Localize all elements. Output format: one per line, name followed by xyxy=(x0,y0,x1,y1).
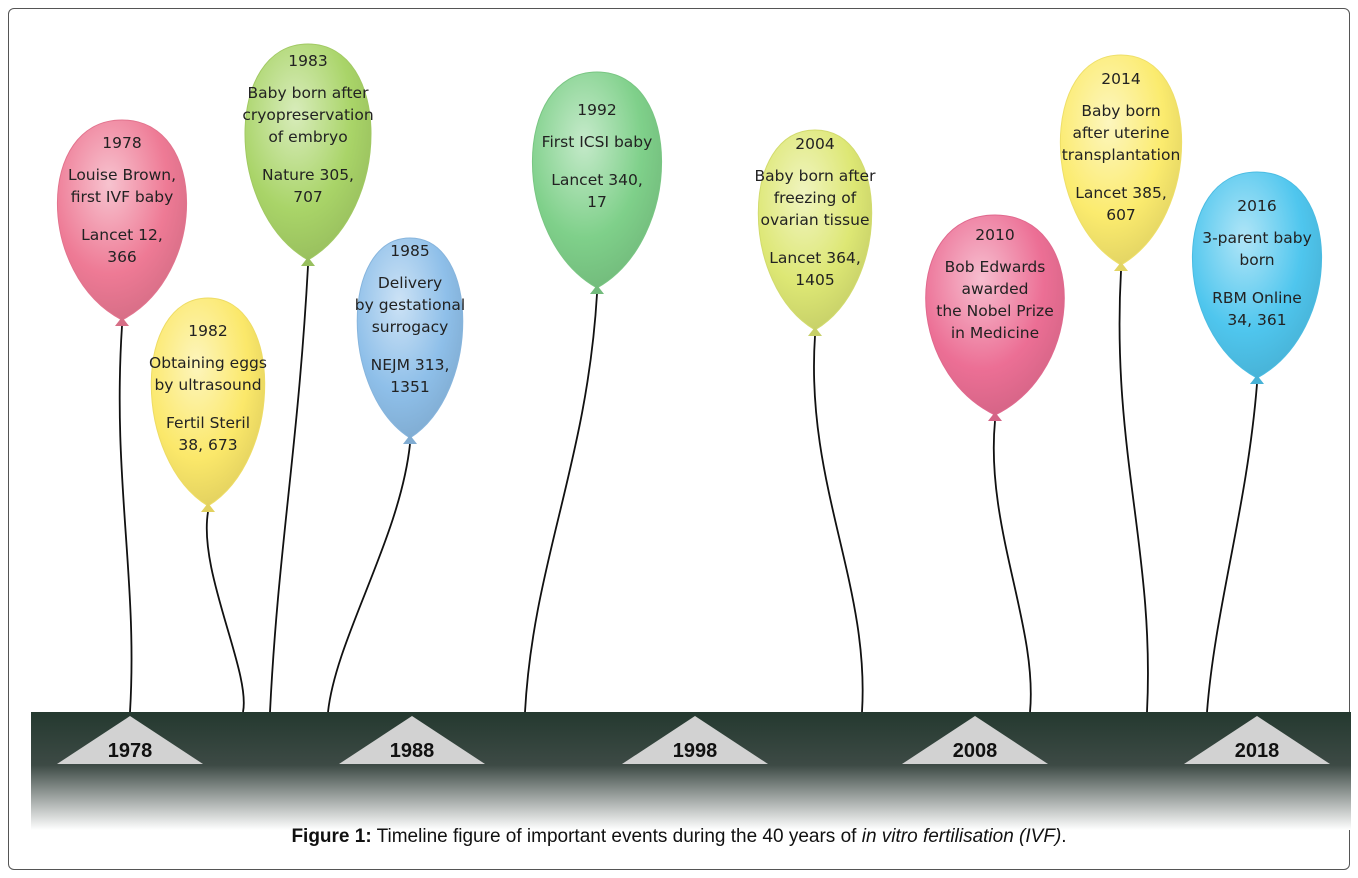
balloon-text-2004-0: Baby born after xyxy=(755,167,877,185)
balloon-text-2016-1: born xyxy=(1239,251,1274,269)
balloon-string-2010 xyxy=(992,420,1032,713)
balloon-text-1978-1: first IVF baby xyxy=(71,188,174,206)
balloon-knot-1982 xyxy=(201,503,215,512)
balloon-string-1982 xyxy=(205,511,245,713)
figure-caption: Figure 1: Timeline figure of important e… xyxy=(0,826,1358,848)
tick-triangle-1998 xyxy=(622,716,768,764)
balloon-text-2010-1: awarded xyxy=(962,280,1029,298)
balloon-knot-1992 xyxy=(590,285,604,294)
balloon-year-2004: 2004 xyxy=(795,135,834,153)
balloon-text-1992-0: First ICSI baby xyxy=(542,133,653,151)
balloon-knot-1983 xyxy=(301,257,315,266)
caption-label: Figure 1: xyxy=(291,826,372,847)
balloon-year-2010: 2010 xyxy=(975,226,1014,244)
balloon-text-1983-4: Nature 305, xyxy=(262,166,354,184)
balloon-knot-2004 xyxy=(808,327,822,336)
balloon-text-1985-0: Delivery xyxy=(378,274,442,292)
balloon-text-2014-2: transplantation xyxy=(1062,146,1181,164)
tick-label-2008: 2008 xyxy=(953,740,998,762)
balloon-knot-1978 xyxy=(115,317,129,326)
balloon-text-1983-0: Baby born after xyxy=(248,84,370,102)
balloon-text-2014-4: Lancet 385, xyxy=(1075,184,1167,202)
balloon-text-2014-5: 607 xyxy=(1106,206,1136,224)
balloon-string-2004 xyxy=(813,335,864,713)
balloon-text-2016-0: 3-parent baby xyxy=(1202,229,1312,247)
tick-label-1998: 1998 xyxy=(673,740,718,762)
tick-triangle-2008 xyxy=(902,716,1048,764)
balloon-text-1983-1: cryopreservation xyxy=(242,106,373,124)
balloon-knot-2014 xyxy=(1114,262,1128,271)
balloon-text-2014-1: after uterine xyxy=(1072,124,1169,142)
balloon-text-2004-2: ovarian tissue xyxy=(761,211,870,229)
balloon-year-2014: 2014 xyxy=(1101,70,1140,88)
balloon-year-1983: 1983 xyxy=(288,52,327,70)
balloon-knot-2016 xyxy=(1250,375,1264,384)
balloon-text-1985-1: by gestational xyxy=(355,296,465,314)
balloon-strings xyxy=(118,265,1258,713)
balloon-text-1978-3: Lancet 12, xyxy=(81,226,163,244)
balloon-text-2010-0: Bob Edwards xyxy=(945,258,1046,276)
timeline-ticks: 1978 1988 1998 2008 2018 xyxy=(57,716,1330,764)
balloon-string-2016 xyxy=(1206,383,1258,713)
balloon-text-1992-3: 17 xyxy=(587,193,607,211)
balloon-year-1985: 1985 xyxy=(390,242,429,260)
balloon-string-1985 xyxy=(327,443,411,713)
tick-label-1978: 1978 xyxy=(108,740,153,762)
balloon-text-1985-2: surrogacy xyxy=(372,318,449,336)
balloon-text-2004-5: 1405 xyxy=(795,271,834,289)
tick-triangle-1988 xyxy=(339,716,485,764)
tick-triangle-2018 xyxy=(1184,716,1330,764)
balloon-text-1985-4: NEJM 313, xyxy=(371,356,450,374)
balloon-knot-1985 xyxy=(403,435,417,444)
tick-triangle-1978 xyxy=(57,716,203,764)
caption-text: Timeline figure of important events duri… xyxy=(371,826,862,847)
balloon-text-2010-3: in Medicine xyxy=(951,324,1039,342)
caption-end: . xyxy=(1061,826,1067,847)
balloon-text-2014-0: Baby born xyxy=(1081,102,1160,120)
balloon-year-1992: 1992 xyxy=(577,101,616,119)
balloon-text-2010-2: the Nobel Prize xyxy=(936,302,1053,320)
balloon-text-1982-1: by ultrasound xyxy=(154,376,261,394)
balloon-text-1978-0: Louise Brown, xyxy=(68,166,176,184)
balloon-text-1983-2: of embryo xyxy=(268,128,347,146)
balloon-year-2016: 2016 xyxy=(1237,197,1276,215)
balloon-string-2014 xyxy=(1118,270,1149,713)
balloon-text-1982-4: 38, 673 xyxy=(178,436,237,454)
balloon-year-1978: 1978 xyxy=(102,134,141,152)
balloon-body-1983 xyxy=(244,43,372,261)
balloon-year-1982: 1982 xyxy=(188,322,227,340)
caption-italic: in vitro fertilisation (IVF) xyxy=(861,826,1062,847)
balloon-text-1983-5: 707 xyxy=(293,188,323,206)
balloon-string-1992 xyxy=(524,293,598,713)
balloon-text-1992-2: Lancet 340, xyxy=(551,171,643,189)
tick-label-1988: 1988 xyxy=(390,740,435,762)
balloon-text-1978-4: 366 xyxy=(107,248,137,266)
balloon-text-1982-0: Obtaining eggs xyxy=(149,354,267,372)
balloon-text-2016-3: RBM Online xyxy=(1212,289,1302,307)
balloon-text-2004-4: Lancet 364, xyxy=(769,249,861,267)
balloon-body-1985 xyxy=(356,237,464,439)
balloon-text-2016-4: 34, 361 xyxy=(1227,311,1286,329)
balloon-text-1985-5: 1351 xyxy=(390,378,429,396)
balloon-knot-2010 xyxy=(988,412,1002,421)
balloon-text-2004-1: freezing of xyxy=(774,189,857,207)
tick-label-2018: 2018 xyxy=(1235,740,1280,762)
balloon-string-1978 xyxy=(118,325,133,713)
balloon-string-1983 xyxy=(269,265,309,713)
balloon-body-2004 xyxy=(757,129,873,331)
balloon-text-1982-3: Fertil Steril xyxy=(166,414,250,432)
